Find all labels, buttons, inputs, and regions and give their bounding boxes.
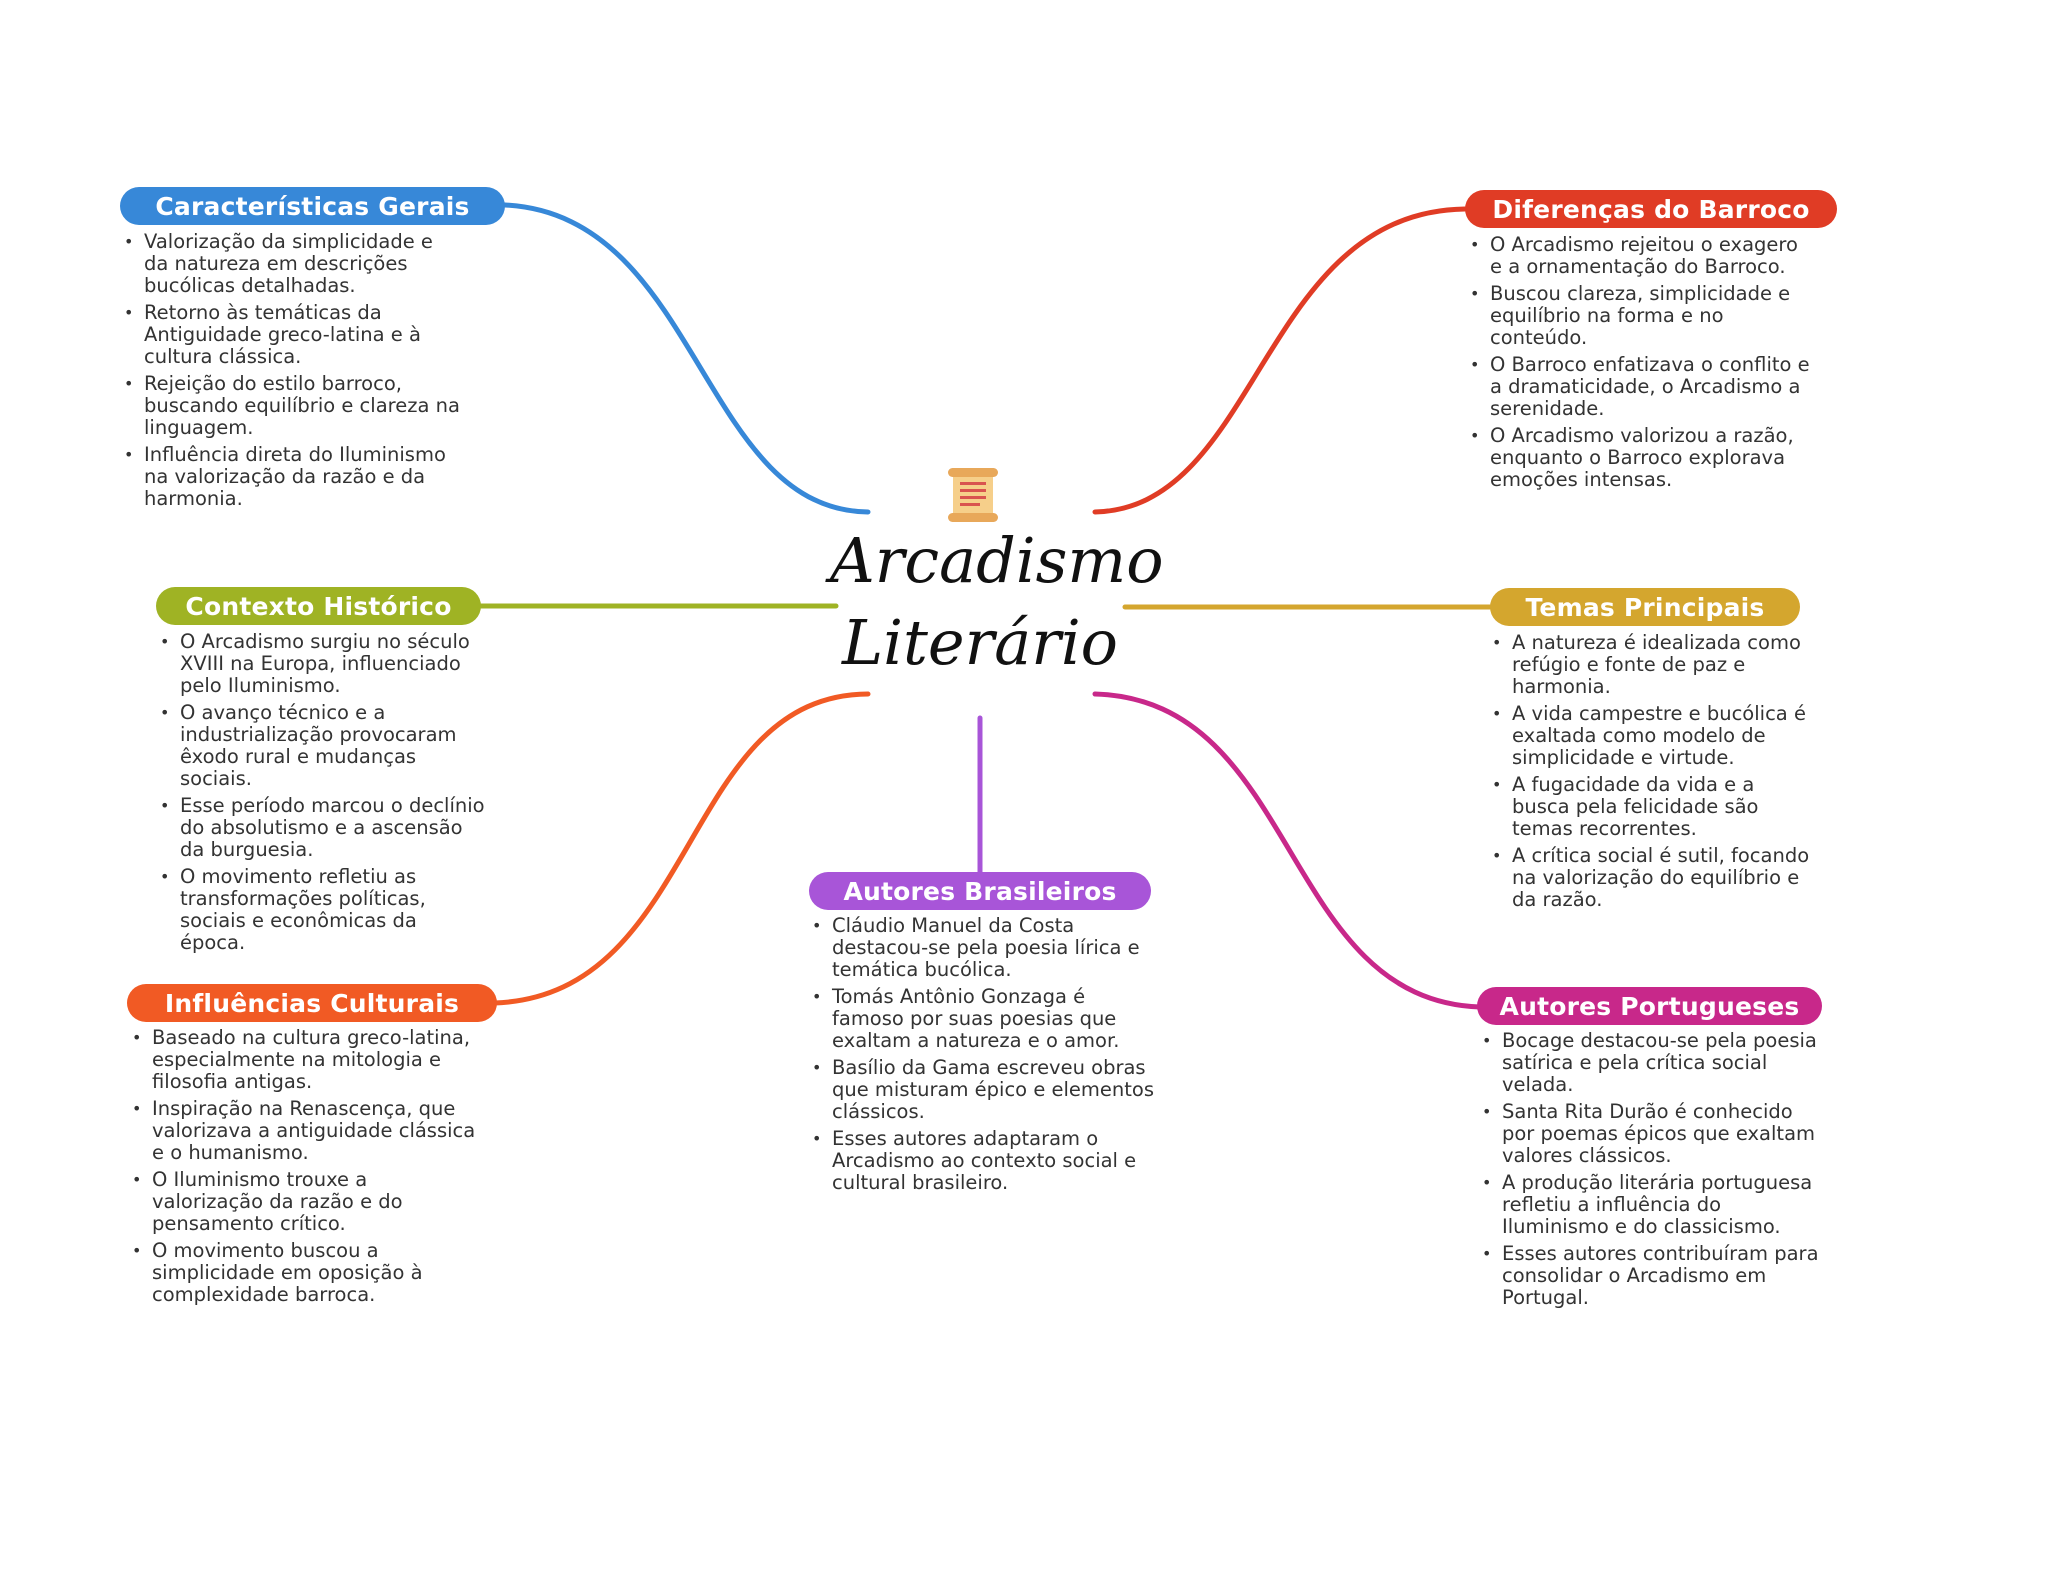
- list-item: A produção literária portuguesa refletiu…: [1480, 1172, 1830, 1238]
- list-item: Tomás Antônio Gonzaga é famoso por suas …: [810, 986, 1155, 1052]
- topic-label: Temas Principais: [1525, 592, 1765, 622]
- topic-diferencas-do-barroco[interactable]: Diferenças do Barroco: [1465, 190, 1837, 228]
- central-title-line-1: Arcadismo: [830, 524, 1164, 597]
- list-item: Santa Rita Durão é conhecido por poemas …: [1480, 1101, 1830, 1167]
- list-autores-portugueses: Bocage destacou-se pela poesia satírica …: [1480, 1030, 1830, 1314]
- list-item: Baseado na cultura greco-latina, especia…: [130, 1027, 480, 1093]
- list-item: A crítica social é sutil, focando na val…: [1490, 845, 1815, 911]
- scroll-icon: [940, 462, 1006, 528]
- list-item: Influência direta do Iluminismo na valor…: [122, 444, 462, 510]
- list-item: O avanço técnico e a industrialização pr…: [158, 702, 488, 790]
- list-item: Buscou clareza, simplicidade e equilíbri…: [1468, 283, 1813, 349]
- list-item: O Barroco enfatizava o conflito e a dram…: [1468, 354, 1813, 420]
- list-item: A vida campestre e bucólica é exaltada c…: [1490, 703, 1815, 769]
- topic-label: Contexto Histórico: [185, 591, 452, 621]
- list-item: Retorno às temáticas da Antiguidade grec…: [122, 302, 462, 368]
- central-title-line-2: Literário: [841, 606, 1118, 679]
- list-item: Inspiração na Renascença, que valorizava…: [130, 1098, 480, 1164]
- topic-label: Influências Culturais: [164, 988, 460, 1018]
- list-influencias-culturais: Baseado na cultura greco-latina, especia…: [130, 1027, 480, 1311]
- connector-influencias: [492, 691, 871, 1006]
- topic-label: Autores Brasileiros: [843, 876, 1117, 906]
- list-item: O Arcadismo surgiu no século XVIII na Eu…: [158, 631, 488, 697]
- list-item: A natureza é idealizada como refúgio e f…: [1490, 632, 1815, 698]
- topic-temas-principais[interactable]: Temas Principais: [1490, 588, 1800, 626]
- connector-caracteristicas: [502, 202, 871, 515]
- list-item: Esses autores contribuíram para consolid…: [1480, 1243, 1830, 1309]
- list-item: O Arcadismo valorizou a razão, enquanto …: [1468, 425, 1813, 491]
- list-diferencas-do-barroco: O Arcadismo rejeitou o exagero e a ornam…: [1468, 234, 1813, 496]
- connector-portugueses: [1092, 691, 1483, 1010]
- list-item: O Iluminismo trouxe a valorização da raz…: [130, 1169, 480, 1235]
- list-item: Basílio da Gama escreveu obras que mistu…: [810, 1057, 1155, 1123]
- list-item: A fugacidade da vida e a busca pela feli…: [1490, 774, 1815, 840]
- list-item: O movimento buscou a simplicidade em opo…: [130, 1240, 480, 1306]
- list-item: O Arcadismo rejeitou o exagero e a ornam…: [1468, 234, 1813, 278]
- list-autores-brasileiros: Cláudio Manuel da Costa destacou-se pela…: [810, 915, 1155, 1199]
- topic-label: Autores Portugueses: [1499, 991, 1800, 1021]
- list-contexto-historico: O Arcadismo surgiu no século XVIII na Eu…: [158, 631, 488, 959]
- list-item: Esse período marcou o declínio do absolu…: [158, 795, 488, 861]
- list-caracteristicas-gerais: Valorização da simplicidade e da naturez…: [122, 231, 462, 515]
- list-item: Bocage destacou-se pela poesia satírica …: [1480, 1030, 1830, 1096]
- central-title: Arcadismo Literário: [830, 520, 1164, 684]
- list-temas-principais: A natureza é idealizada como refúgio e f…: [1490, 632, 1815, 916]
- connector-diferencas: [1092, 206, 1468, 515]
- list-item: Cláudio Manuel da Costa destacou-se pela…: [810, 915, 1155, 981]
- topic-contexto-historico[interactable]: Contexto Histórico: [156, 587, 481, 625]
- topic-influencias-culturais[interactable]: Influências Culturais: [127, 984, 497, 1022]
- topic-caracteristicas-gerais[interactable]: Características Gerais: [120, 187, 505, 225]
- topic-label: Diferenças do Barroco: [1492, 194, 1810, 224]
- list-item: Esses autores adaptaram o Arcadismo ao c…: [810, 1128, 1155, 1194]
- topic-label: Características Gerais: [155, 191, 470, 221]
- list-item: O movimento refletiu as transformações p…: [158, 866, 488, 954]
- list-item: Valorização da simplicidade e da naturez…: [122, 231, 462, 297]
- topic-autores-portugueses[interactable]: Autores Portugueses: [1477, 987, 1822, 1025]
- topic-autores-brasileiros[interactable]: Autores Brasileiros: [809, 872, 1151, 910]
- list-item: Rejeição do estilo barroco, buscando equ…: [122, 373, 462, 439]
